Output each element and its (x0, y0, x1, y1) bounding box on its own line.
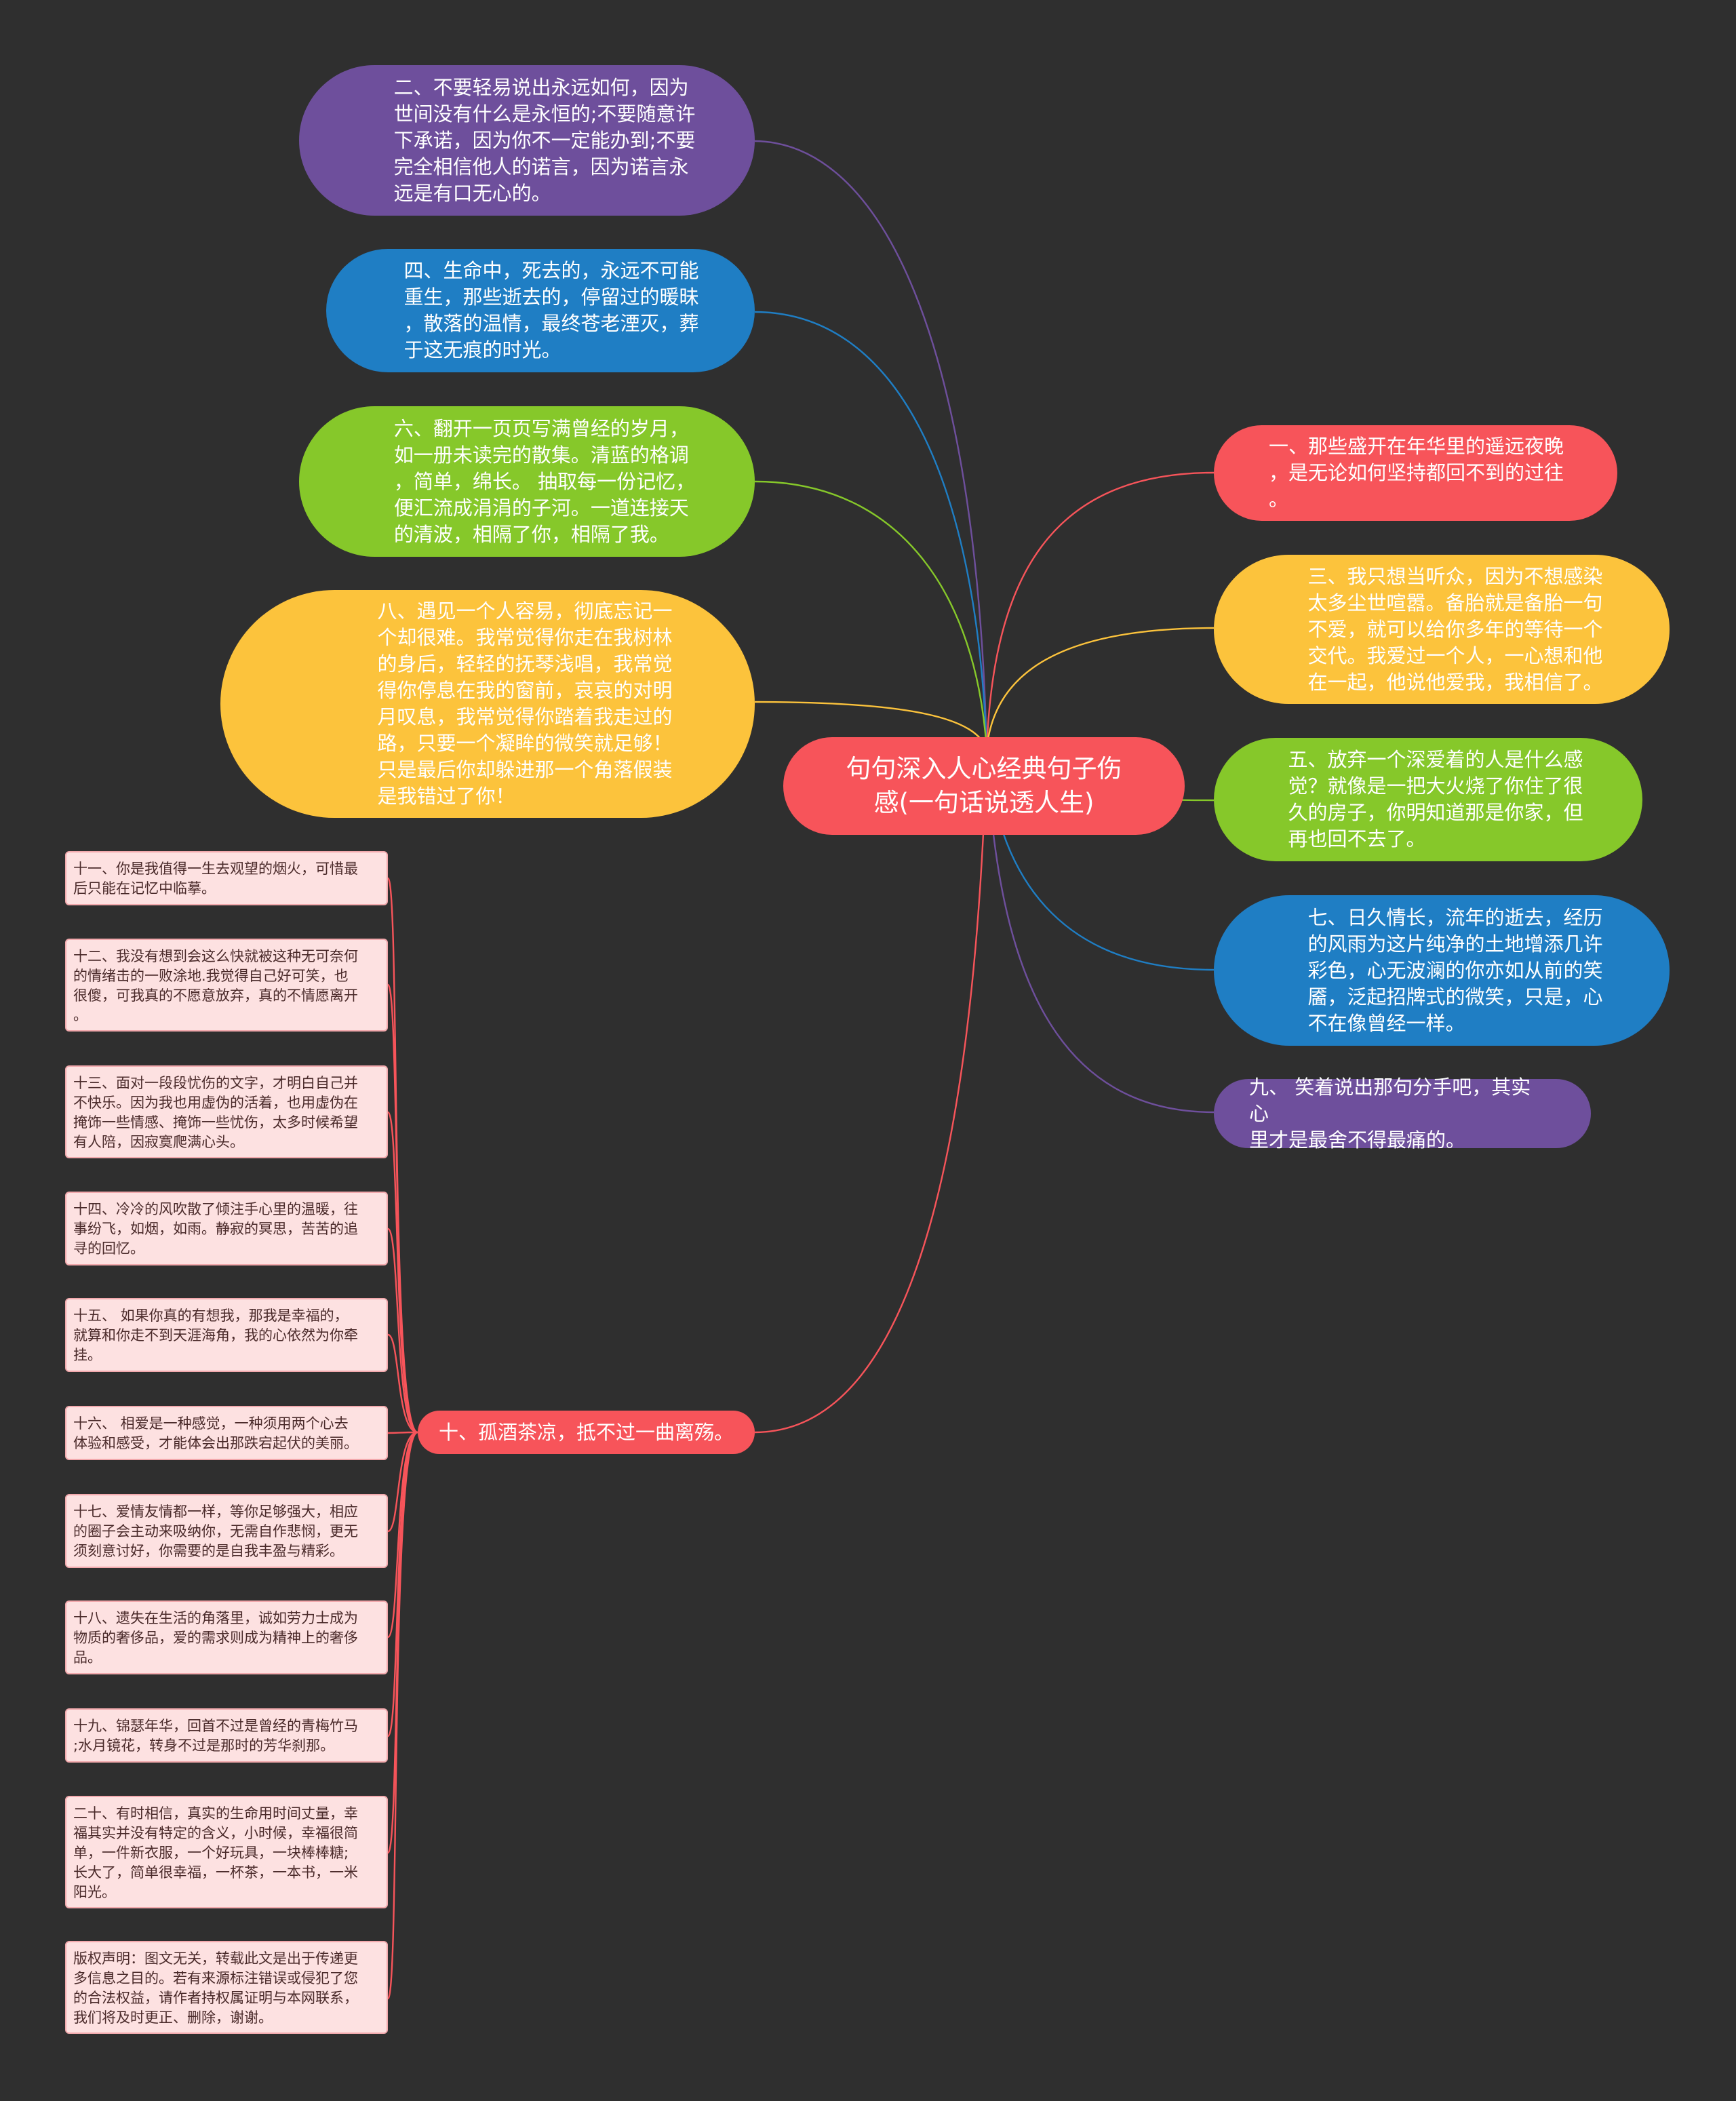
leaf-node-13[interactable]: 十三、面对一段段忧伤的文字，才明白自己并 不快乐。因为我也用虚伪的活着，也用虚伪… (65, 1065, 388, 1158)
branch-text-3: 三、我只想当听众，因为不想感染 太多尘世喧嚣。备胎就是备胎一句 不爱，就可以给你… (1307, 564, 1603, 694)
branch-text-4: 四、生命中，死去的，永远不可能 重生，那些逝去的，停留过的暖昧 ，散落的温情，最… (403, 259, 699, 361)
branch-text-1: 一、那些盛开在年华里的遥远夜晚 ，是无论如何坚持都回不到的过往 。 (1268, 435, 1564, 511)
copyright-text: 版权声明：图文无关，转载此文是出于传递更 多信息之目的。若有来源标注错误或侵犯了… (73, 1950, 358, 2026)
branch-node-6[interactable]: 六、翻开一页页写满曾经的岁月， 如一册未读完的散集。清蓝的格调 ，简单，绵长。 … (299, 406, 755, 557)
link-b10 (754, 749, 988, 1434)
link-leaf-5 (387, 1333, 418, 1434)
leaf-text-17: 十七、爱情友情都一样，等你足够强大，相应 的圈子会主动来吸纳你，无需自作悲悯，更… (73, 1504, 358, 1559)
leaf-node-19[interactable]: 十九、锦瑟年华，回首不过是曾经的青梅竹马 ;水月镜花，转身不过是那时的芳华刹那。 (65, 1708, 388, 1763)
leaf-node-20[interactable]: 二十、有时相信，真实的生命用时间丈量，幸 福其实并没有特定的含义，小时候，幸福很… (65, 1796, 388, 1908)
branch-node-7[interactable]: 七、日久情长，流年的逝去，经历 的风雨为这片纯净的土地增添几许 彩色，心无波澜的… (1214, 895, 1670, 1046)
link-leaf-3 (387, 1111, 418, 1434)
leaf-text-16: 十六、 相爱是一种感觉，一种须用两个心去 体验和感受，才能体会出那跌宕起伏的美丽… (73, 1415, 358, 1451)
leaf-text-18: 十八、遗失在生活的角落里，诚如劳力士成为 物质的奢侈品，爱的需求则成为精神上的奢… (73, 1610, 358, 1666)
leaf-node-11[interactable]: 十一、你是我值得一生去观望的烟火，可惜最 后只能在记忆中临摹。 (65, 851, 388, 905)
leaf-text-12: 十二、我没有想到会这么快就被这种无可奈何 的情绪击的一败涂地.我觉得自己好可笑，… (73, 948, 358, 1023)
leaf-text-19: 十九、锦瑟年华，回首不过是曾经的青梅竹马 ;水月镜花，转身不过是那时的芳华刹那。 (73, 1718, 358, 1754)
link-leaf-11 (387, 1431, 418, 2000)
leaf-node-12[interactable]: 十二、我没有想到会这么快就被这种无可奈何 的情绪击的一败涂地.我觉得自己好可笑，… (65, 939, 388, 1032)
leaf-node-17[interactable]: 十七、爱情友情都一样，等你足够强大，相应 的圈子会主动来吸纳你，无需自作悲悯，更… (65, 1494, 388, 1568)
link-leaf-2 (387, 983, 418, 1434)
branch-text-7: 七、日久情长，流年的逝去，经历 的风雨为这片纯净的土地增添几许 彩色，心无波澜的… (1307, 905, 1603, 1035)
central-topic[interactable]: 句句深入人心经典句子伤 感(一句话说透人生) (783, 737, 1185, 835)
leaf-node-14[interactable]: 十四、冷冷的风吹散了倾注手心里的温暖，往 事纷飞，如烟，如雨。静寂的冥思，苦苦的… (65, 1192, 388, 1265)
leaf-node-15[interactable]: 十五、 如果你真的有想我，那我是幸福的， 就算和你走不到天涯海角，我的心依然为你… (65, 1298, 388, 1372)
branch-text-2: 二、不要轻易说出永远如何，因为 世间没有什么是永恒的;不要随意许 下承诺，因为你… (393, 75, 696, 205)
branch-node-3[interactable]: 三、我只想当听众，因为不想感染 太多尘世喧嚣。备胎就是备胎一句 不爱，就可以给你… (1214, 555, 1670, 704)
branch-node-9[interactable]: 九、 笑着说出那句分手吧，其实心 里才是最舍不得最痛的。 (1214, 1076, 1591, 1152)
copyright-notice[interactable]: 版权声明：图文无关，转载此文是出于传递更 多信息之目的。若有来源标注错误或侵犯了… (65, 1941, 388, 2034)
link-leaf-7 (387, 1431, 418, 1533)
link-b9 (985, 749, 1215, 1114)
branch-text-10: 十、孤酒茶凉，抵不过一曲离殇。 (438, 1420, 734, 1444)
link-leaf-8 (387, 1431, 418, 1638)
branch-node-1[interactable]: 一、那些盛开在年华里的遥远夜晚 ，是无论如何坚持都回不到的过往 。 (1214, 425, 1617, 521)
leaf-node-18[interactable]: 十八、遗失在生活的角落里，诚如劳力士成为 物质的奢侈品，爱的需求则成为精神上的奢… (65, 1601, 388, 1674)
branch-text-9: 九、 笑着说出那句分手吧，其实心 里才是最舍不得最痛的。 (1249, 1075, 1531, 1152)
link-b6 (754, 480, 988, 750)
leaf-text-20: 二十、有时相信，真实的生命用时间丈量，幸 福其实并没有特定的含义，小时候，幸福很… (73, 1805, 358, 1900)
leaf-node-16[interactable]: 十六、 相爱是一种感觉，一种须用两个心去 体验和感受，才能体会出那跌宕起伏的美丽… (65, 1406, 388, 1460)
branch-text-8: 八、遇见一个人容易，彻底忘记一 个却很难。我常觉得你走在我树林 的身后，轻轻的抚… (377, 600, 673, 808)
link-b2 (754, 140, 988, 750)
branch-node-5[interactable]: 五、放弃一个深爱着的人是什么感 觉？就像是一把大火烧了你住了很 久的房子，你明知… (1214, 738, 1642, 861)
link-b4 (754, 311, 988, 750)
leaf-text-11: 十一、你是我值得一生去观望的烟火，可惜最 后只能在记忆中临摹。 (73, 861, 358, 897)
branch-node-10[interactable]: 十、孤酒茶凉，抵不过一曲离殇。 (418, 1411, 755, 1454)
branch-node-2[interactable]: 二、不要轻易说出永远如何，因为 世间没有什么是永恒的;不要随意许 下承诺，因为你… (299, 65, 755, 216)
branch-text-6: 六、翻开一页页写满曾经的岁月， 如一册未读完的散集。清蓝的格调 ，简单，绵长。 … (393, 416, 696, 546)
link-leaf-6 (387, 1431, 418, 1434)
leaf-text-13: 十三、面对一段段忧伤的文字，才明白自己并 不快乐。因为我也用虚伪的活着，也用虚伪… (73, 1075, 358, 1150)
link-leaf-4 (387, 1228, 418, 1434)
central-topic-text: 句句深入人心经典句子伤 感(一句话说透人生) (846, 754, 1122, 817)
branch-node-4[interactable]: 四、生命中，死去的，永远不可能 重生，那些逝去的，停留过的暖昧 ，散落的温情，最… (326, 249, 755, 372)
leaf-text-14: 十四、冷冷的风吹散了倾注手心里的温暖，往 事纷飞，如烟，如雨。静寂的冥思，苦苦的… (73, 1201, 358, 1257)
link-b3 (985, 627, 1215, 750)
leaf-text-15: 十五、 如果你真的有想我，那我是幸福的， 就算和你走不到天涯海角，我的心依然为你… (73, 1308, 358, 1363)
link-b1 (985, 471, 1215, 750)
branch-text-5: 五、放弃一个深爱着的人是什么感 觉？就像是一把大火烧了你住了很 久的房子，你明知… (1288, 748, 1583, 850)
branch-node-8[interactable]: 八、遇见一个人容易，彻底忘记一 个却很难。我常觉得你走在我树林 的身后，轻轻的抚… (220, 590, 755, 818)
